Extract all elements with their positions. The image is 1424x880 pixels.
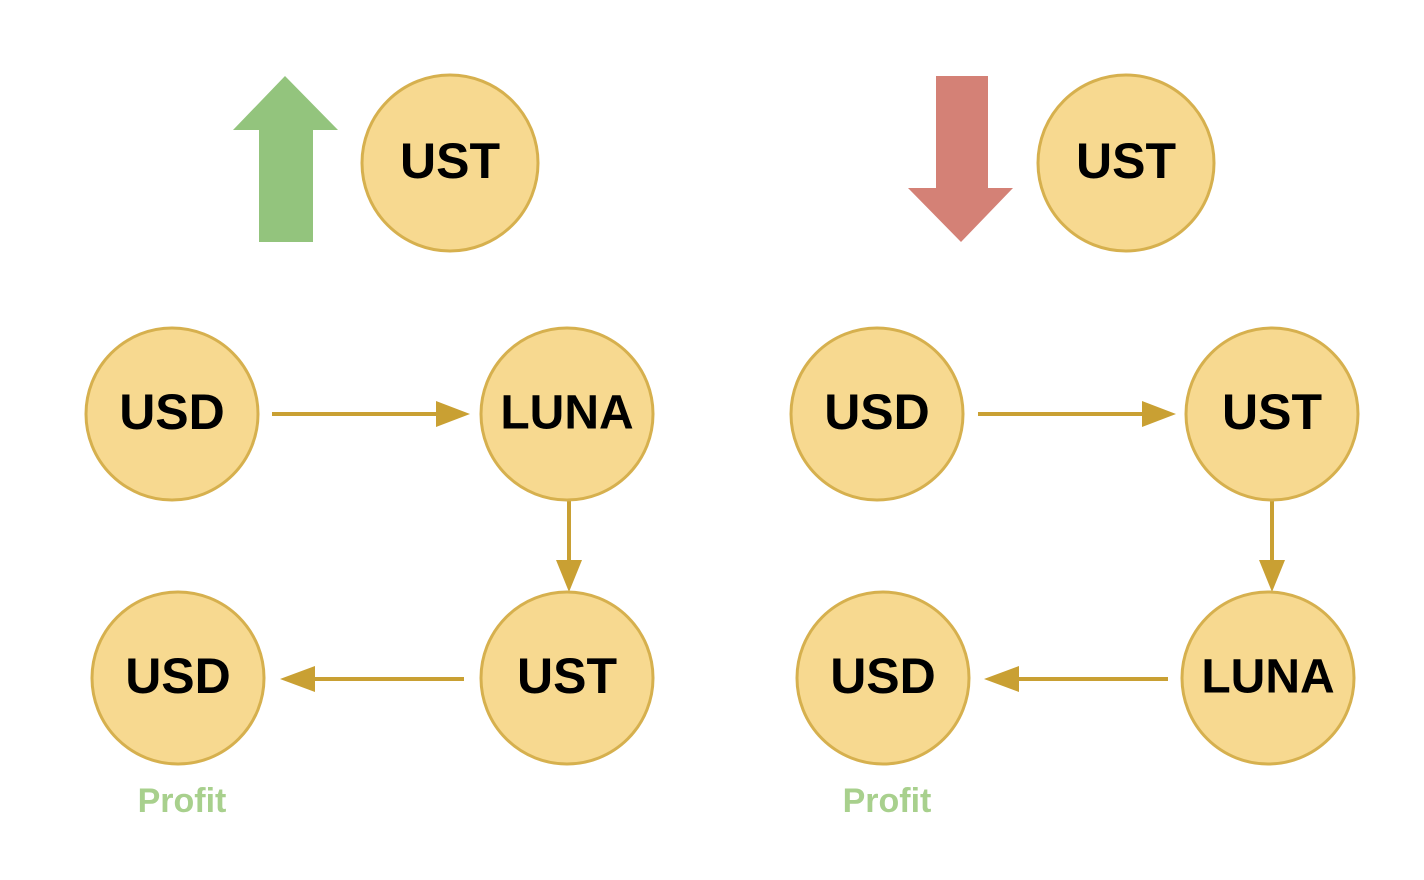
right-flow-arrow-2 bbox=[1259, 500, 1285, 592]
left-flow-coin-step-2-label: LUNA bbox=[500, 387, 633, 440]
up-arrow-icon bbox=[233, 76, 338, 242]
left-price-coin: UST bbox=[360, 73, 540, 253]
right-flow-coin-step-3: LUNA bbox=[1180, 590, 1356, 766]
right-panel: UST USD UST LUNA USD bbox=[789, 73, 1360, 820]
left-flow-coin-step-2: LUNA bbox=[479, 326, 655, 502]
right-flow-coin-step-2: UST bbox=[1184, 326, 1360, 502]
left-flow-coin-step-3: UST bbox=[479, 590, 655, 766]
down-arrow-icon bbox=[908, 76, 1013, 242]
left-panel: UST USD LUNA UST USD bbox=[84, 73, 655, 820]
left-flow-coin-start-label: USD bbox=[119, 384, 225, 440]
left-flow-arrow-2 bbox=[556, 500, 582, 592]
right-price-coin: UST bbox=[1036, 73, 1216, 253]
left-flow-coin-end-label: USD bbox=[125, 648, 231, 704]
left-price-coin-label: UST bbox=[400, 133, 500, 189]
left-flow-coin-end: USD bbox=[90, 590, 266, 766]
left-profit-label: Profit bbox=[138, 782, 227, 820]
right-flow-arrow-3 bbox=[984, 666, 1168, 692]
right-profit-label: Profit bbox=[843, 782, 932, 820]
left-flow-coin-step-3-label: UST bbox=[517, 648, 617, 704]
right-flow-coin-step-2-label: UST bbox=[1222, 384, 1322, 440]
right-flow-coin-start-label: USD bbox=[824, 384, 930, 440]
right-flow-coin-end: USD bbox=[795, 590, 971, 766]
right-flow-coin-step-3-label: LUNA bbox=[1201, 651, 1334, 704]
left-flow-coin-start: USD bbox=[84, 326, 260, 502]
left-flow-arrow-1 bbox=[272, 401, 470, 427]
right-flow-arrow-1 bbox=[978, 401, 1176, 427]
right-price-coin-label: UST bbox=[1076, 133, 1176, 189]
right-flow-coin-start: USD bbox=[789, 326, 965, 502]
right-flow-coin-end-label: USD bbox=[830, 648, 936, 704]
left-flow-arrow-3 bbox=[280, 666, 464, 692]
